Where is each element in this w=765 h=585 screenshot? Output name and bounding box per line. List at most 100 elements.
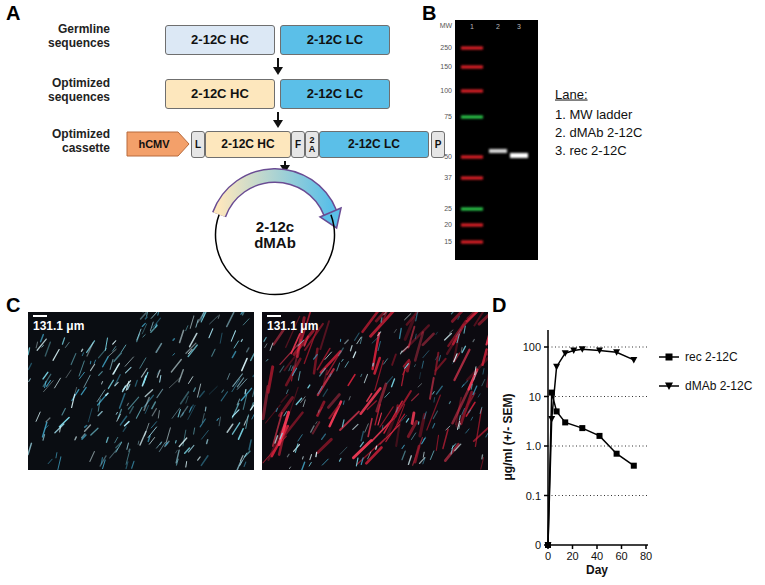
figure-part (415, 446, 419, 462)
figure-part (436, 332, 438, 334)
figure-part (340, 447, 347, 454)
figure-part (433, 424, 435, 429)
figure-part (443, 429, 448, 448)
figure-part (212, 349, 215, 356)
figure-part (464, 326, 465, 333)
figure-part (200, 391, 205, 397)
figure-part (554, 408, 560, 414)
figure-part (382, 425, 383, 428)
figure-part (548, 545, 646, 549)
figure-part (553, 364, 560, 371)
figure-part (340, 339, 341, 341)
figure-part (120, 394, 125, 408)
figure-part (82, 349, 83, 351)
legend-marker (658, 378, 680, 394)
figure-part (475, 367, 476, 375)
figure-part (400, 329, 402, 339)
box-label: L (195, 139, 201, 150)
figure-part (375, 404, 380, 424)
figure-part (28, 312, 254, 470)
furin-box: F (291, 131, 305, 158)
figure-part (510, 153, 528, 158)
figure-part (55, 453, 57, 458)
figure-part (361, 388, 381, 413)
germline-hc-box: 2-12C HC (165, 25, 275, 55)
figure-part (205, 407, 207, 411)
figure-part (173, 354, 175, 356)
figure-part (138, 441, 140, 444)
cassette-hc-box: 2-12C HC (205, 131, 291, 158)
figure-part (108, 380, 113, 388)
figure-part (263, 436, 286, 463)
figure-part (123, 386, 126, 391)
figure-part (143, 312, 145, 313)
figure-part (483, 349, 487, 364)
figure-part (108, 349, 117, 357)
mw-marker: 75 (444, 113, 452, 121)
figure-part (169, 377, 180, 388)
figure-part (356, 458, 358, 466)
figure-part (253, 367, 254, 377)
x-tick-label: 60 (615, 550, 627, 563)
figure-part (548, 416, 555, 423)
figure-part (292, 368, 296, 375)
figure-part (387, 419, 394, 438)
figure-part (268, 367, 273, 392)
figure-part (140, 431, 146, 445)
figure-part (102, 381, 103, 383)
figure-part (198, 313, 203, 322)
figure-part (145, 390, 152, 397)
figure-part (330, 374, 331, 377)
figure-part (48, 459, 52, 463)
legend-item: rec 2-12C (658, 349, 738, 365)
figure-part (548, 446, 648, 447)
figure-part (118, 409, 121, 418)
figure-part (90, 451, 95, 461)
figure-part (445, 444, 458, 460)
figure-part (33, 315, 47, 317)
figure-part (473, 339, 474, 341)
legend-label: rec 2-12C (685, 350, 738, 364)
figure-part (137, 334, 140, 342)
figure-part (198, 457, 201, 460)
figure-part (562, 350, 569, 357)
figure-part (357, 337, 361, 344)
figure-part (178, 410, 180, 417)
figure-part (123, 427, 126, 432)
figure-part (244, 462, 246, 466)
figure-part (322, 459, 328, 465)
figure-part (113, 341, 116, 344)
figure-part (414, 365, 415, 367)
figure-part (157, 389, 163, 397)
figure-part (419, 458, 424, 464)
figure-part (144, 398, 149, 411)
box-label: 2-12C HC (221, 138, 274, 151)
figure-part (110, 449, 118, 458)
figure-part (548, 396, 648, 397)
figure-part (188, 445, 194, 452)
box-label: hCMV (138, 138, 169, 150)
box-label: P (435, 139, 442, 150)
figure-part (468, 410, 470, 413)
figure-part (368, 452, 371, 459)
figure-part (474, 419, 488, 441)
figure-part (415, 334, 417, 339)
figure-part (348, 375, 355, 386)
figure-part (106, 393, 108, 395)
figure-part (424, 412, 426, 419)
figure-part (384, 312, 388, 315)
figure-part (71, 354, 76, 365)
figure-part (339, 348, 343, 355)
figure-part (378, 342, 380, 351)
figure-part (329, 405, 339, 418)
figure-part (396, 420, 400, 446)
y-tick-label: 0.1 (526, 489, 541, 502)
figure-part (302, 457, 304, 459)
scale-bar-label: 131.1 μm (33, 320, 84, 334)
figure-part (427, 395, 440, 430)
legend-item: dMAb 2-12C (658, 378, 752, 394)
figure-part (200, 419, 205, 427)
optimized-lc-box: 2-12C LC (280, 79, 390, 109)
figure-part (375, 446, 377, 449)
figure-part (452, 312, 463, 321)
